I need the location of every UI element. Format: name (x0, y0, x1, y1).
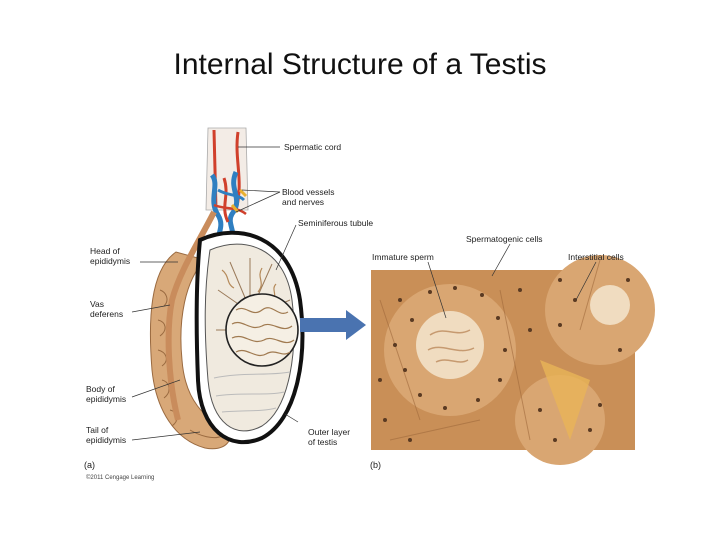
label-spermatic-cord: Spermatic cord (284, 142, 342, 152)
leader-lines (131, 146, 597, 441)
label-immature-sperm: Immature sperm (372, 252, 434, 262)
magnify-arrow (300, 310, 366, 340)
testis (194, 230, 305, 445)
micrograph (371, 255, 655, 465)
panel-label-a: (a) (84, 460, 95, 470)
panel-label-b: (b) (370, 460, 381, 470)
page-title: Internal Structure of a Testis (173, 48, 547, 81)
label-interstitial-cells: Interstitial cells (568, 252, 624, 262)
label-seminiferous-tubule: Seminiferous tubule (298, 218, 374, 228)
credit-text: ©2011 Cengage Learning (86, 475, 155, 481)
label-spermatogenic-cells: Spermatogenic cells (466, 234, 543, 244)
